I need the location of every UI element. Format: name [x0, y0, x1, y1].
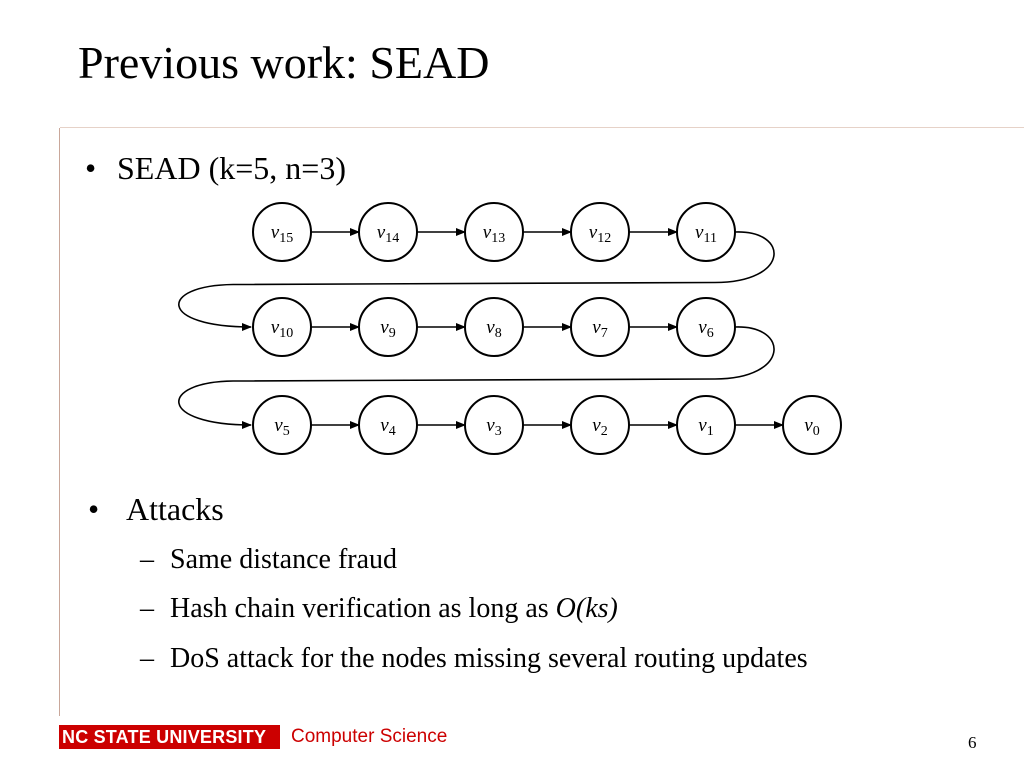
- chain-nodes: v15 v14 v13 v12 v11 v10 v9 v8 v7 v6 v5 v4 v3 v2 v1 v0: [252, 202, 842, 455]
- sub-bullet-text: DoS attack for the nodes missing several…: [170, 643, 808, 674]
- chain-node-v6: v6: [676, 297, 736, 357]
- chain-node-v0: v0: [782, 395, 842, 455]
- bullet-marker: •: [88, 491, 100, 527]
- chain-node-v9: v9: [358, 297, 418, 357]
- dash-marker: –: [140, 643, 154, 674]
- svg-text:v5: v5: [274, 415, 289, 439]
- dash-marker: –: [140, 593, 154, 624]
- chain-node-v8: v8: [464, 297, 524, 357]
- svg-text:v15: v15: [271, 222, 293, 246]
- sub-bullet-text-wrap: Hash chain verification as long as O(ks): [170, 595, 618, 623]
- complexity-expression: O(ks): [555, 593, 618, 624]
- department-name: Computer Science: [291, 726, 448, 747]
- university-logo-text: NC STATE UNIVERSITY: [62, 727, 267, 747]
- chain-node-v7: v7: [570, 297, 630, 357]
- left-divider: [59, 128, 60, 716]
- svg-text:v12: v12: [589, 222, 611, 246]
- title-divider: [60, 127, 1024, 128]
- svg-text:v7: v7: [592, 317, 607, 341]
- svg-text:v0: v0: [804, 415, 819, 439]
- slide-title: Previous work: SEAD: [78, 37, 490, 88]
- svg-text:v6: v6: [698, 317, 713, 341]
- chain-node-v13: v13: [464, 202, 524, 262]
- svg-text:v13: v13: [483, 222, 505, 246]
- dash-marker: –: [140, 544, 154, 575]
- svg-text:v11: v11: [695, 222, 717, 246]
- chain-node-v15: v15: [252, 202, 312, 262]
- bullet-marker: •: [85, 150, 97, 186]
- chain-node-v10: v10: [252, 297, 312, 357]
- bullet-text: SEAD (k=5, n=3): [117, 150, 346, 186]
- svg-text:v1: v1: [698, 415, 713, 439]
- sub-bullet-text: Hash chain verification as long as: [170, 593, 556, 624]
- chain-node-v5: v5: [252, 395, 312, 455]
- chain-wrap-edge: [178, 231, 775, 331]
- bullet-text: Attacks: [126, 491, 224, 527]
- chain-edges: [178, 228, 784, 429]
- chain-node-v14: v14: [358, 202, 418, 262]
- svg-text:v14: v14: [377, 222, 399, 246]
- page-number: 6: [968, 733, 977, 752]
- sub-bullet-text: Same distance fraud: [170, 544, 398, 575]
- svg-text:v9: v9: [380, 317, 395, 341]
- svg-text:v4: v4: [380, 415, 395, 439]
- svg-text:v3: v3: [486, 415, 501, 439]
- chain-node-v3: v3: [464, 395, 524, 455]
- chain-wrap-edge: [178, 326, 775, 429]
- chain-node-v2: v2: [570, 395, 630, 455]
- chain-node-v1: v1: [676, 395, 736, 455]
- svg-text:v10: v10: [271, 317, 293, 341]
- chain-node-v12: v12: [570, 202, 630, 262]
- svg-text:v8: v8: [486, 317, 501, 341]
- university-logo-bar: [59, 725, 280, 749]
- chain-node-v11: v11: [676, 202, 736, 262]
- chain-node-v4: v4: [358, 395, 418, 455]
- svg-text:v2: v2: [592, 415, 607, 439]
